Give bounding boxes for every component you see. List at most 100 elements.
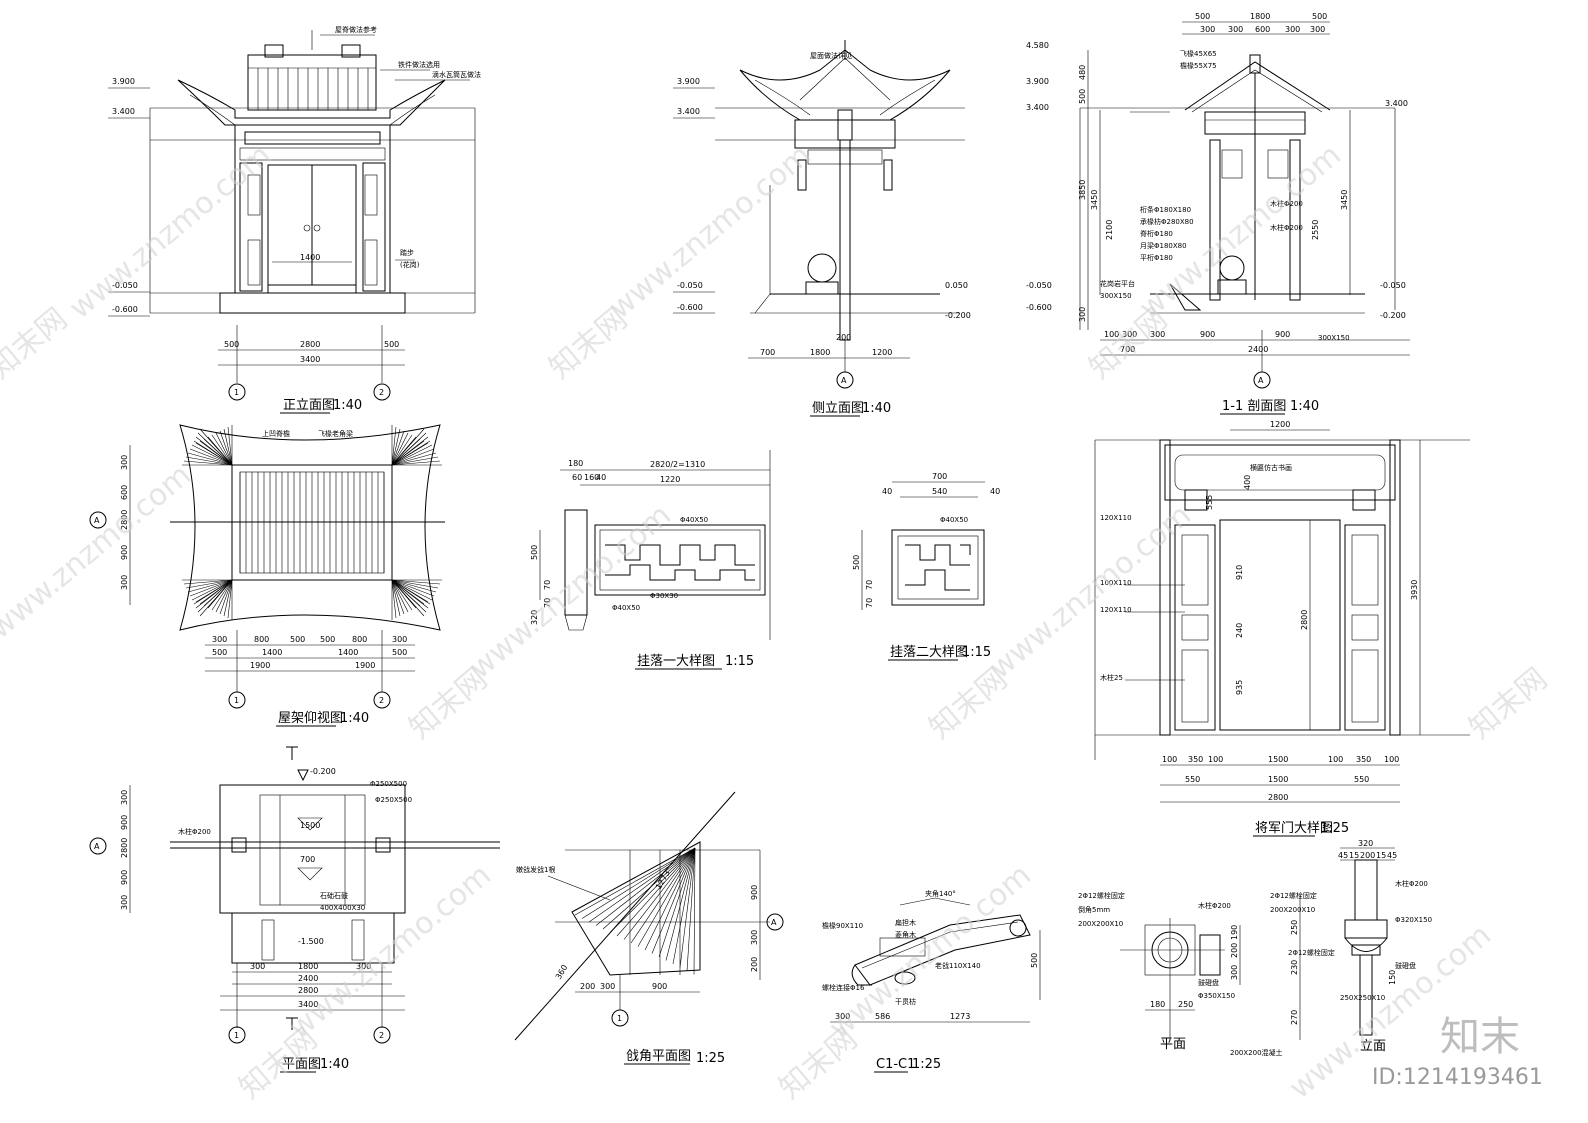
corner-rafter-line [211, 434, 233, 466]
corner-rafter-line [199, 579, 233, 617]
corner-rafter-line [191, 579, 233, 601]
cp-note-45: 200X200X10 [1078, 920, 1123, 928]
dim-gb-4: 100 [1328, 755, 1343, 764]
title-plan: 平面图 [282, 1057, 321, 1072]
side-elev-m0600: -0.600 [677, 303, 703, 312]
gate-note-24: 木柱25 [1100, 673, 1123, 682]
dim-rb3-0: 1900 [250, 661, 270, 670]
corner-fan-rafter [637, 847, 696, 947]
ce-note-45: 200X200X10 [1270, 906, 1315, 914]
sect-note-14: 月梁Φ180X80 [1140, 241, 1187, 250]
cp-note-43: Φ350X150 [1198, 992, 1235, 1000]
h1-note-51: Φ30X30 [650, 592, 678, 600]
dim-gs-3: 240 [1235, 623, 1244, 638]
roof-axis-2: 2 [379, 696, 384, 705]
scale-c-section: 1:25 [912, 1057, 941, 1072]
corner-fan-rafter [672, 847, 696, 965]
watermark-layer: 知末网 www.znzmo.com 知末网 www.znzmo.com 知末网 … [0, 138, 1554, 1107]
elev-m0600: -0.600 [112, 305, 138, 314]
side-axis-A: A [841, 376, 847, 385]
plan-note-30: 400X400X30 [320, 904, 365, 912]
corner-rafter-line [391, 430, 405, 466]
ce-note-44: 250X250X10 [1340, 994, 1385, 1002]
dim-sbt-2: 300 [1150, 330, 1165, 339]
corner-rafter-line [391, 440, 425, 466]
corner-fan-rafter [630, 847, 696, 944]
dim-rb-5: 300 [392, 635, 407, 644]
dim-h1-side1: 320 [530, 610, 539, 625]
wm-brand-6: 知末网 [1463, 661, 1554, 746]
corner-rafter-line [391, 442, 429, 466]
wm-brand-1: 知末网 [0, 301, 74, 386]
corner-rafter-line [391, 452, 437, 466]
corner-rafter-line [391, 456, 439, 466]
gate-note-22: 100X110 [1100, 579, 1132, 587]
corner-rafter-line [215, 579, 233, 613]
side-elev-3900: 3.900 [677, 77, 700, 86]
dim-ss-3: 3450 [1090, 190, 1099, 210]
corner-fan-rafter [609, 847, 696, 933]
dim-gb2-1: 1500 [1268, 775, 1288, 784]
dim-ss-0: 480 [1078, 65, 1087, 80]
sect-note-8: 檐椽55X75 [1180, 61, 1217, 70]
corner-rafter-line [391, 579, 425, 605]
title-roof-frame: 屋架仰视图 [278, 711, 343, 726]
plan-axis-A: A [94, 842, 100, 851]
scale-plan: 1:40 [320, 1057, 349, 1072]
corner-rafter-line [391, 579, 441, 585]
title-gate-detail: 将军门大样图 [1255, 821, 1333, 836]
dim-ss-5: 3450 [1340, 190, 1349, 210]
axis-1: 1 [234, 388, 239, 397]
sect-note-16: 花岗岩平台 [1100, 279, 1135, 288]
corner-rafter-line [199, 428, 233, 466]
corner-rafter-line [391, 579, 425, 617]
corner-rafter-line [391, 460, 441, 466]
dim-spb-0: 180 [1150, 1000, 1165, 1009]
scale-side-elevation: 1:40 [862, 401, 891, 416]
sect-elev-m0600: -0.600 [1026, 303, 1052, 312]
elev-m0050: -0.050 [112, 281, 138, 290]
corner-rafter-line [189, 448, 233, 466]
elev-3900: 3.900 [112, 77, 135, 86]
dim-rs-3: 900 [120, 545, 129, 560]
scale-front-elevation: 1:40 [333, 398, 362, 413]
dim-gs-1: 400 [1243, 475, 1252, 490]
title-hanging2: 挂落二大样图 [890, 645, 968, 660]
dim-rs-4: 300 [120, 575, 129, 590]
plan-note-28: 木柱Φ200 [178, 827, 211, 836]
sect-note-12: 木柱Φ200 [1270, 223, 1303, 232]
plan-note-29: 石础石鼓 [320, 891, 348, 900]
corner-rafter-line [211, 579, 233, 611]
dim-f-total: 3400 [300, 355, 320, 364]
corner-rafter-line [187, 452, 233, 466]
corner-rafter-line [187, 579, 233, 593]
dim-sbt-0: 100 [1104, 330, 1119, 339]
side-elev-m0050: -0.050 [677, 281, 703, 290]
dim-pi-0: 1500 [300, 821, 320, 830]
note-granite: (花岗) [400, 260, 420, 269]
dim-h2-s0: 40 [882, 487, 892, 496]
corner-fan-rafter [693, 847, 696, 975]
corner-rafter-line [199, 440, 233, 466]
dim-rb2-1: 1400 [262, 648, 282, 657]
sect-elev-3400: 3.400 [1026, 103, 1049, 112]
dim-fb-2: 500 [384, 340, 399, 349]
dim-ss-2: 3850 [1078, 180, 1087, 200]
dim-pi-1: 700 [300, 855, 315, 864]
dim-h1-s0: 180 [568, 459, 583, 468]
dim-gs-4: 935 [1235, 680, 1244, 695]
dim-gb2-0: 550 [1185, 775, 1200, 784]
corner-rafter-line [185, 456, 233, 466]
dim-cd-1: 360 [554, 963, 569, 981]
dim-rs-2: 2800 [120, 510, 129, 530]
corner-rafter-line [391, 428, 425, 466]
corner-rafter-line [391, 579, 429, 603]
dim-sbt-4: 900 [1275, 330, 1290, 339]
corner-fan-rafter [644, 847, 696, 951]
corner-fan-rafter [658, 847, 696, 958]
sect-note-15: 平桁Φ180 [1140, 253, 1173, 262]
dim-gate-top: 1200 [1270, 420, 1290, 429]
corner-rafter-line [219, 579, 233, 615]
cp-note-40: 木柱Φ200 [1198, 901, 1231, 910]
title-hanging1: 挂落一大样图 [637, 654, 715, 669]
